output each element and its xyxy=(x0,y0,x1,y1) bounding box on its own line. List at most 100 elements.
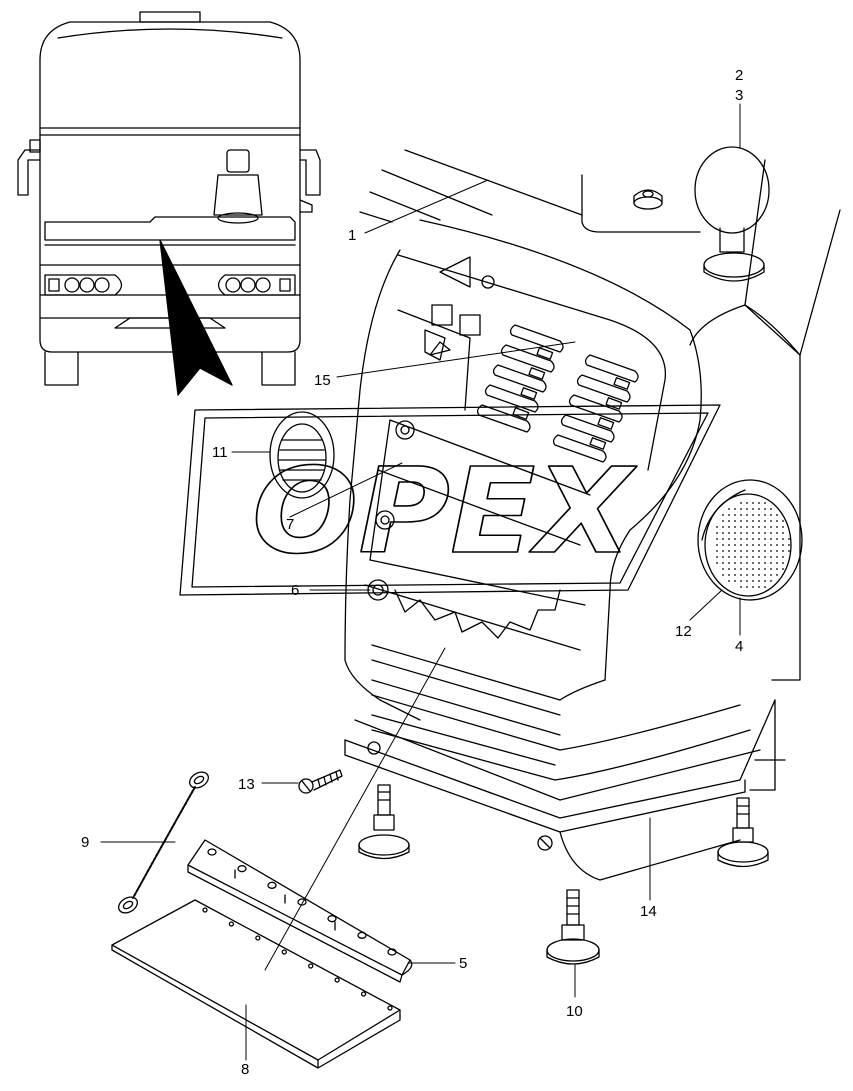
grille-dot xyxy=(740,538,742,540)
grille-dot xyxy=(758,526,760,528)
bus-front-view xyxy=(17,11,321,396)
grille-dot xyxy=(776,520,778,522)
hinge-holes xyxy=(207,848,397,956)
grille-dot xyxy=(740,514,742,516)
grille-dot xyxy=(770,520,772,522)
grille-dot xyxy=(734,544,736,546)
grille-dot xyxy=(734,538,736,540)
plate-hole xyxy=(228,921,235,927)
grille-dot xyxy=(770,574,772,576)
grille-dot xyxy=(746,502,748,504)
grille-dot xyxy=(788,550,790,552)
grille-dot xyxy=(716,544,718,546)
plate-hole xyxy=(387,1005,393,1011)
hinge-hole xyxy=(327,915,337,923)
grille-dot xyxy=(722,544,724,546)
grille-dot xyxy=(728,550,730,552)
grille-dot xyxy=(758,538,760,540)
grille-dot xyxy=(788,538,790,540)
callout-8: 8 xyxy=(241,1061,249,1078)
grille-dot xyxy=(722,532,724,534)
screw xyxy=(298,769,343,794)
grille-dot xyxy=(740,544,742,546)
grille-dot xyxy=(764,538,766,540)
grille-dot xyxy=(770,580,772,582)
grille-dot xyxy=(740,574,742,576)
watermark-text: OPEX xyxy=(252,442,637,580)
grille-dot xyxy=(770,538,772,540)
grille-dot xyxy=(770,526,772,528)
round-switch-lower xyxy=(367,579,389,601)
grille-dot xyxy=(758,502,760,504)
callout-12: 12 xyxy=(675,623,692,640)
grille-dot xyxy=(752,568,754,570)
grille-dot xyxy=(734,514,736,516)
round-switch-middle xyxy=(375,510,395,530)
grille-dot xyxy=(782,562,784,564)
hinge-hole xyxy=(297,898,307,906)
grille-dot xyxy=(770,532,772,534)
grille-dot xyxy=(746,532,748,534)
grille-dot xyxy=(728,526,730,528)
speaker xyxy=(697,479,803,601)
grille-dot xyxy=(740,520,742,522)
grille-dot xyxy=(728,538,730,540)
grille-dot xyxy=(770,556,772,558)
grille-dot xyxy=(764,514,766,516)
grille-dot xyxy=(740,556,742,558)
grille-dot xyxy=(734,508,736,510)
grille-dot xyxy=(752,550,754,552)
grille-dot xyxy=(782,568,784,570)
grille-dot xyxy=(746,550,748,552)
grille-dot xyxy=(752,514,754,516)
grille-dot xyxy=(770,550,772,552)
grille-dot xyxy=(776,550,778,552)
grille-dot xyxy=(752,574,754,576)
grille-dot xyxy=(782,532,784,534)
callout-4: 4 xyxy=(735,638,743,655)
grille-dot xyxy=(746,574,748,576)
grille-dot xyxy=(740,580,742,582)
grille-dot xyxy=(746,556,748,558)
grille-dot xyxy=(776,568,778,570)
grille-dot xyxy=(746,520,748,522)
grille-dot xyxy=(782,550,784,552)
grille-dot xyxy=(746,544,748,546)
grille-dot xyxy=(776,514,778,516)
grille-dot xyxy=(758,568,760,570)
grille-dot xyxy=(752,520,754,522)
grille-dot xyxy=(722,514,724,516)
grille-dot xyxy=(722,574,724,576)
grille-dot xyxy=(782,526,784,528)
grille-dot xyxy=(764,544,766,546)
grille-dot xyxy=(740,568,742,570)
grille-dot xyxy=(740,526,742,528)
grille-dot xyxy=(782,520,784,522)
grille-dot xyxy=(734,526,736,528)
callout-7: 7 xyxy=(286,516,294,533)
leveling-foot-right xyxy=(717,797,769,868)
grille-dot xyxy=(764,502,766,504)
grille-dot xyxy=(788,544,790,546)
grille-dot xyxy=(740,586,742,588)
grille-dot xyxy=(752,532,754,534)
grille-dot xyxy=(758,574,760,576)
grille-dot xyxy=(722,568,724,570)
grille-dot xyxy=(740,508,742,510)
grille-dot xyxy=(782,556,784,558)
air-vent-left xyxy=(269,411,335,499)
grille-dot xyxy=(752,538,754,540)
grille-dot xyxy=(746,568,748,570)
grille-dot xyxy=(728,580,730,582)
round-switch-upper xyxy=(395,420,415,440)
plate-hole xyxy=(334,977,340,983)
grille-dot xyxy=(716,562,718,564)
grille-dot xyxy=(722,526,724,528)
rocker-switches-right xyxy=(552,354,639,463)
plate-hole xyxy=(360,991,367,997)
grille-dot xyxy=(752,580,754,582)
grille-dot xyxy=(740,550,742,552)
grille-dot xyxy=(740,502,742,504)
callout-3: 3 xyxy=(735,87,743,104)
